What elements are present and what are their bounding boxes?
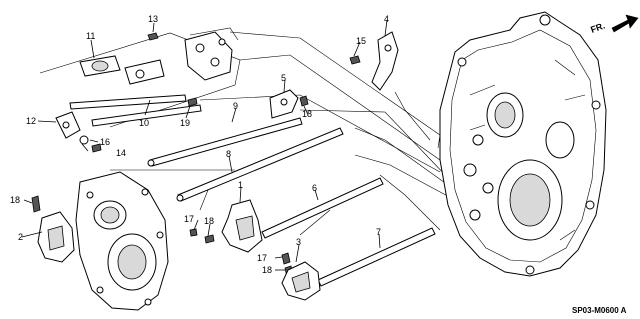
transmission-housing bbox=[439, 11, 607, 277]
callout-17b: 17 bbox=[257, 253, 267, 263]
shift-rod-8 bbox=[177, 127, 344, 202]
callout-13: 13 bbox=[148, 14, 158, 24]
callout-5: 5 bbox=[281, 73, 286, 83]
callout-9: 9 bbox=[233, 101, 238, 111]
callout-6: 6 bbox=[312, 183, 317, 193]
leader-lines bbox=[21, 19, 388, 271]
callout-18d: 18 bbox=[262, 265, 272, 275]
shift-fork-1 bbox=[221, 199, 263, 253]
callout-16: 16 bbox=[100, 137, 110, 147]
callout-1: 1 bbox=[238, 180, 243, 190]
shift-fork-3 bbox=[281, 261, 321, 301]
shift-rod-6 bbox=[261, 177, 384, 239]
callout-17a: 17 bbox=[184, 214, 194, 224]
callout-18a: 18 bbox=[10, 195, 20, 205]
selector-assembly bbox=[55, 27, 239, 139]
shift-fork-4 bbox=[371, 31, 399, 91]
callout-18b: 18 bbox=[204, 216, 214, 226]
shift-rods bbox=[69, 94, 436, 287]
callout-2: 2 bbox=[18, 232, 23, 242]
callout-labels: 1 2 3 4 5 6 7 8 9 10 11 12 13 14 15 16 1… bbox=[10, 14, 389, 275]
callout-14: 14 bbox=[116, 148, 126, 158]
end-cover-plate bbox=[75, 171, 169, 311]
shift-fork-2 bbox=[37, 211, 75, 263]
callout-3: 3 bbox=[296, 237, 301, 247]
front-label: FR. bbox=[589, 21, 606, 35]
shift-fork-5 bbox=[269, 89, 299, 119]
shift-rod-7 bbox=[317, 227, 436, 287]
callout-10: 10 bbox=[139, 118, 149, 128]
callout-12: 12 bbox=[26, 116, 36, 126]
callout-4: 4 bbox=[384, 14, 389, 24]
shift-rod-10 bbox=[69, 94, 187, 110]
callout-19: 19 bbox=[180, 118, 190, 128]
diagram-code: SP03-M0600 A bbox=[572, 306, 627, 315]
callout-15: 15 bbox=[356, 36, 366, 46]
callout-7: 7 bbox=[376, 227, 381, 237]
callout-18c: 18 bbox=[302, 109, 312, 119]
callout-8: 8 bbox=[226, 149, 231, 159]
front-arrow-icon bbox=[611, 14, 639, 33]
front-orientation-indicator: FR. bbox=[589, 14, 639, 35]
callout-11: 11 bbox=[86, 31, 95, 41]
